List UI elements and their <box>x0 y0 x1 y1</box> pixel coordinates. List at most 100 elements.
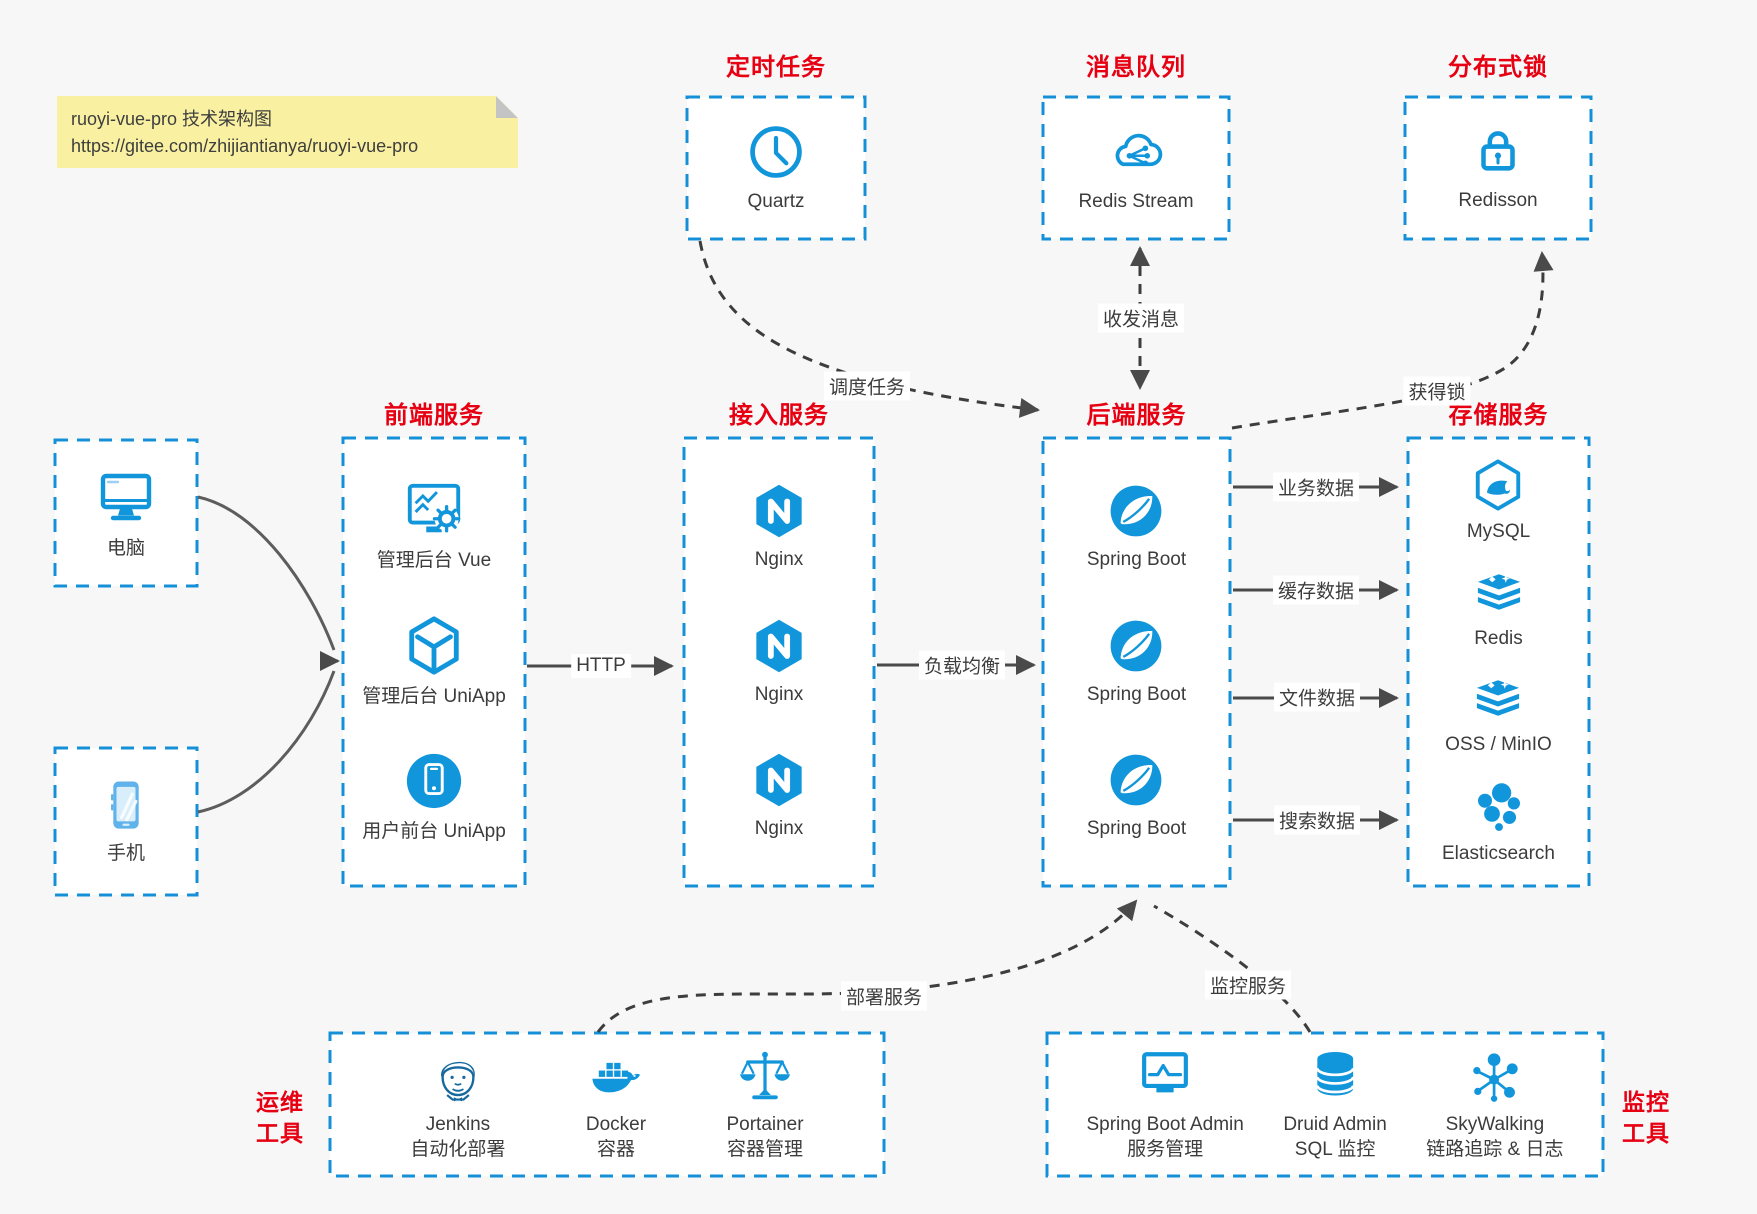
tool-label: Jenkins 自动化部署 <box>410 1113 506 1160</box>
service-item-redisson: Redisson <box>1458 123 1538 213</box>
service-item-quartz: Quartz <box>746 122 806 214</box>
elasticsearch-icon <box>1471 778 1527 834</box>
group-title-gateway: 接入服务 <box>729 402 829 429</box>
group-title-dlock: 分布式锁 <box>1448 54 1548 81</box>
spring-boot-icon <box>1107 617 1165 675</box>
service-item-redis: Redis <box>1472 565 1526 651</box>
edge-label-send-receive-message: 收发消息 <box>1097 303 1185 333</box>
scheduler-group-box: Quartz <box>687 97 865 239</box>
desktop-icon <box>94 465 158 529</box>
service-label: Nginx <box>754 683 804 705</box>
tool-item-docker: Docker 容器 <box>586 1047 646 1162</box>
frontend-group-box: 管理后台 Vue 管理后台 UniApp 用户前台 UniApp <box>343 438 525 886</box>
group-title-mq: 消息队列 <box>1086 54 1186 81</box>
service-item-admin-vue: 管理后台 Vue <box>377 479 491 573</box>
service-label: 用户前台 UniApp <box>362 821 506 843</box>
computer-box: 电脑 <box>55 440 197 586</box>
service-item-nginx: Nginx <box>750 751 808 841</box>
service-label: Redis Stream <box>1078 190 1194 212</box>
service-item-spring-boot: Spring Boot <box>1087 617 1186 707</box>
mysql-icon <box>1471 458 1525 512</box>
oss-minio-icon <box>1471 671 1525 725</box>
spring-boot-admin-icon <box>1136 1047 1194 1105</box>
service-label: Redis <box>1474 627 1523 649</box>
storage-group-box: MySQL Redis OSS / MinIO Elasticsearch <box>1408 438 1589 886</box>
backend-group-box: Spring Boot Spring Boot Spring Boot <box>1043 438 1230 886</box>
service-item-redis-stream: Redis Stream <box>1078 122 1194 214</box>
device-label: 手机 <box>106 843 145 865</box>
service-label: Spring Boot <box>1086 683 1187 705</box>
tool-item-spring-boot-admin: Spring Boot Admin 服务管理 <box>1086 1047 1244 1162</box>
service-label: 管理后台 Vue <box>376 550 492 572</box>
edge-label-http: HTTP <box>571 654 631 678</box>
edge-label-schedule-task: 调度任务 <box>823 371 911 401</box>
edge-label-business-data: 业务数据 <box>1272 472 1360 502</box>
cloud-stream-icon <box>1105 122 1167 182</box>
redis-icon <box>1472 565 1526 619</box>
edge-label-monitor-service: 监控服务 <box>1204 970 1292 1000</box>
tool-label: Docker 容器 <box>585 1113 647 1160</box>
service-label: 管理后台 UniApp <box>362 685 506 707</box>
service-label: Spring Boot <box>1086 549 1187 571</box>
tool-item-jenkins: Jenkins 自动化部署 <box>410 1047 505 1162</box>
tool-label: Portainer 容器管理 <box>726 1113 804 1160</box>
skywalking-icon <box>1466 1047 1524 1105</box>
device-item-phone: 手机 <box>97 776 155 866</box>
group-title-storage: 存储服务 <box>1448 402 1549 429</box>
service-item-nginx: Nginx <box>750 617 808 707</box>
spring-boot-icon <box>1107 751 1165 809</box>
service-item-admin-uniapp: 管理后台 UniApp <box>362 615 506 709</box>
tool-item-skywalking: SkyWalking 链路追踪 & 日志 <box>1426 1047 1564 1162</box>
group-title-backend: 后端服务 <box>1086 402 1187 429</box>
service-item-user-uniapp: 用户前台 UniApp <box>362 750 506 844</box>
service-item-spring-boot: Spring Boot <box>1087 482 1186 572</box>
mobile-icon <box>97 776 155 834</box>
service-item-nginx: Nginx <box>750 482 808 572</box>
docker-icon <box>587 1047 645 1105</box>
service-label: Spring Boot <box>1086 818 1187 840</box>
edge-label-file-data: 文件数据 <box>1273 682 1361 712</box>
dlock-group-box: Redisson <box>1405 97 1591 239</box>
clock-icon <box>746 122 806 182</box>
device-item-computer: 电脑 <box>94 465 158 561</box>
group-title-monitoring: 监控 工具 <box>1622 1089 1670 1147</box>
note-fold-corner <box>496 96 518 118</box>
group-title-ops: 运维 工具 <box>256 1089 304 1147</box>
edge-label-acquire-lock: 获得锁 <box>1403 376 1471 406</box>
tool-label: SkyWalking 链路追踪 & 日志 <box>1426 1113 1564 1160</box>
nginx-icon <box>750 617 808 675</box>
service-label: OSS / MinIO <box>1445 734 1552 756</box>
device-label: 电脑 <box>106 537 145 559</box>
group-title-scheduler: 定时任务 <box>726 54 826 81</box>
edge-label-deploy-service: 部署服务 <box>840 981 928 1011</box>
nginx-icon <box>750 751 808 809</box>
lock-icon <box>1469 123 1527 181</box>
note-title: ruoyi-vue-pro 技术架构图 <box>71 109 273 129</box>
tool-label: Spring Boot Admin 服务管理 <box>1086 1113 1244 1160</box>
mq-group-box: Redis Stream <box>1043 97 1229 239</box>
nginx-icon <box>750 482 808 540</box>
service-label: MySQL <box>1466 521 1531 543</box>
note-url: https://gitee.com/zhijiantianya/ruoyi-vu… <box>71 136 419 156</box>
phone-box: 手机 <box>55 748 197 895</box>
service-item-spring-boot: Spring Boot <box>1087 751 1186 841</box>
service-label: Quartz <box>747 190 805 212</box>
edge-label-load-balance: 负载均衡 <box>918 650 1006 680</box>
service-item-mysql: MySQL <box>1467 458 1530 544</box>
druid-icon <box>1306 1047 1364 1105</box>
portainer-icon <box>736 1047 794 1105</box>
phone-circle-icon <box>403 750 465 812</box>
spring-boot-icon <box>1107 482 1165 540</box>
tool-item-portainer: Portainer 容器管理 <box>726 1047 804 1162</box>
tool-item-druid: Druid Admin SQL 监控 <box>1283 1047 1387 1162</box>
service-label: Redisson <box>1458 189 1538 211</box>
service-item-oss-minio: OSS / MinIO <box>1445 671 1552 757</box>
edge-label-search-data: 搜索数据 <box>1273 805 1361 835</box>
service-label: Nginx <box>754 549 804 571</box>
jenkins-icon <box>429 1047 487 1105</box>
tool-label: Druid Admin SQL 监控 <box>1283 1113 1387 1160</box>
service-item-elasticsearch: Elasticsearch <box>1442 778 1555 866</box>
gateway-group-box: Nginx Nginx Nginx <box>684 438 874 886</box>
group-title-frontend: 前端服务 <box>384 402 484 429</box>
